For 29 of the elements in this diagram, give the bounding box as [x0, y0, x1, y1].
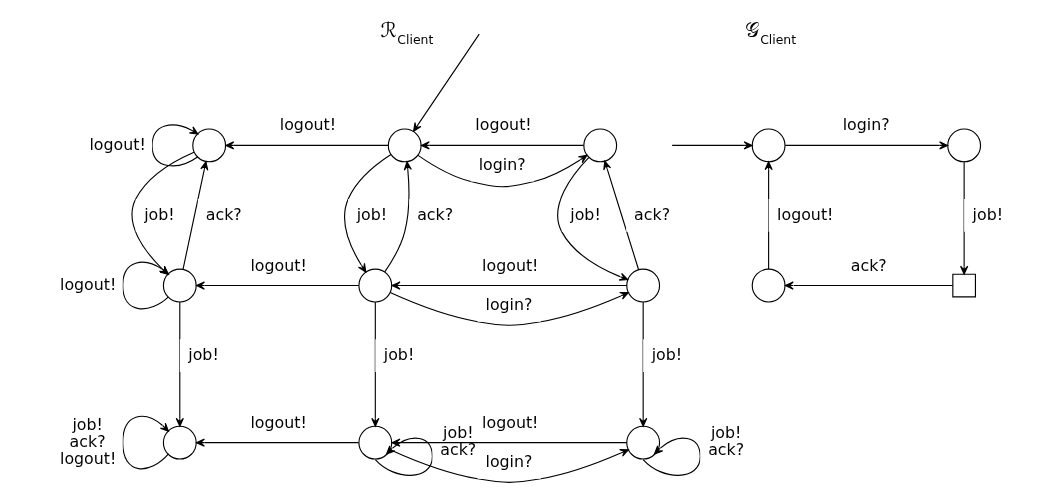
edge-label: login? [478, 154, 526, 174]
edge-label: job! [356, 205, 388, 225]
edge-label: login? [485, 295, 533, 315]
edge-label: job! [651, 345, 683, 365]
edge-label: login? [485, 452, 533, 472]
edge-label: job! [144, 205, 175, 225]
edge-label: logout! [475, 115, 532, 135]
edge-label: logout! [250, 412, 307, 432]
label: ℛ$_{Client}$ [380, 17, 434, 48]
edge-label: job! ack? [440, 423, 477, 460]
edge-label: ack? [850, 255, 887, 275]
edge-label: job! [570, 205, 601, 225]
edge-label: logout! [482, 255, 539, 275]
edge-label: ack? [205, 205, 242, 225]
edge-label: login? [842, 115, 890, 135]
edge-label: job! [972, 205, 1004, 225]
edge-label: job! [188, 345, 219, 365]
edge-label: ack? [634, 205, 671, 225]
edge-label: logout! [482, 412, 539, 432]
edge-label: job! [383, 345, 415, 365]
edge-label: ack? [417, 205, 454, 225]
edge-label: job! ack? [708, 423, 745, 460]
edge-label: logout! [279, 115, 337, 135]
edge-label: logout! [89, 135, 146, 155]
edge-label: job! ack? logout! [60, 415, 117, 469]
edge-label: logout! [777, 205, 834, 225]
label: 𝒢$_{Client}$ [745, 17, 797, 48]
edge-label: logout! [60, 275, 117, 295]
edge-label: logout! [250, 255, 307, 275]
